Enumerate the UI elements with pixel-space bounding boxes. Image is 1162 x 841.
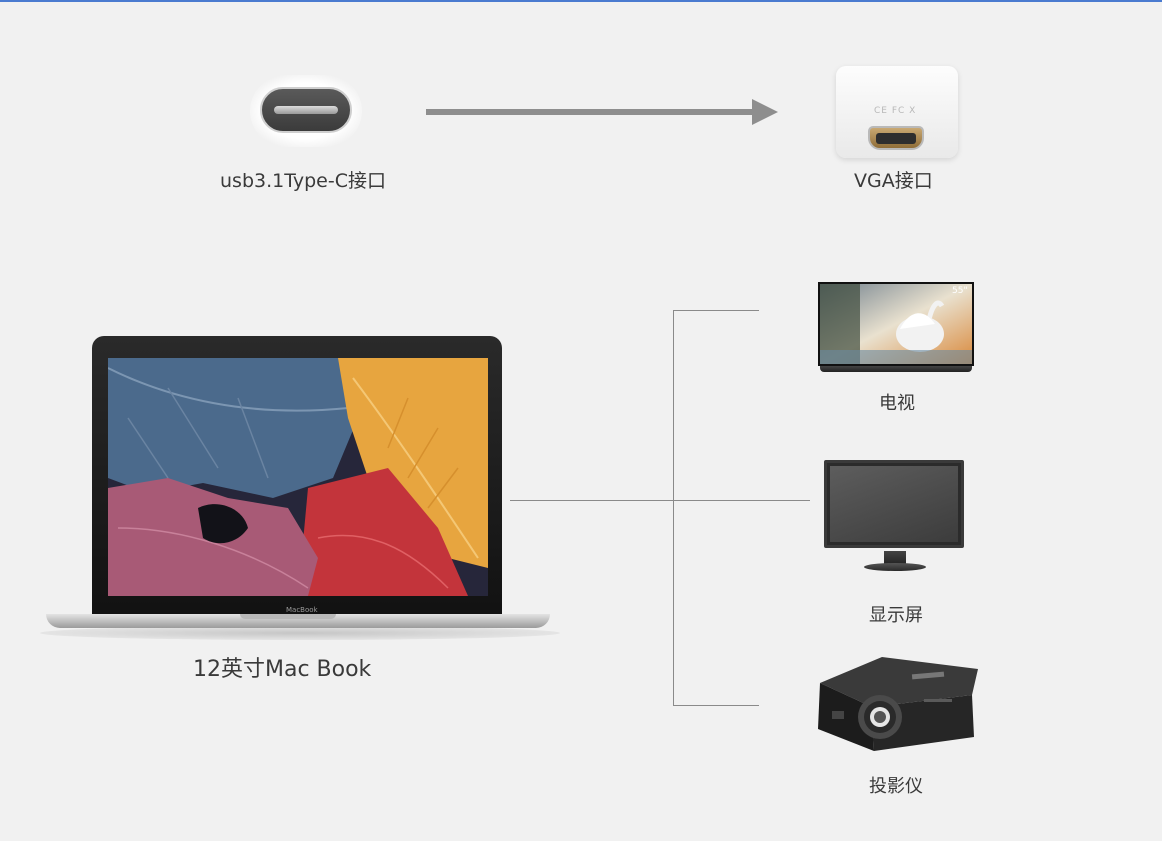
- monitor-screen: [830, 466, 958, 542]
- usb-c-port-opening: [260, 87, 352, 133]
- tv-label: 电视: [879, 393, 915, 414]
- laptop-notch: [240, 614, 336, 619]
- laptop-screen: [108, 358, 488, 596]
- projector-drawing: [818, 657, 978, 751]
- laptop-bezel-text: MacBook: [286, 606, 318, 614]
- vertical-connector-line: [673, 310, 674, 706]
- vga-certification-marks: CE FC X: [874, 106, 917, 116]
- laptop-label: 12英寸Mac Book: [193, 657, 372, 682]
- monitor-label: 显示屏: [869, 605, 923, 626]
- laptop-shadow: [40, 626, 560, 640]
- tv-icon: 55": [818, 282, 974, 366]
- vga-port: [868, 126, 924, 150]
- leaf-wallpaper: [108, 358, 488, 596]
- laptop-base: [46, 614, 550, 628]
- main-connector-line: [510, 500, 810, 501]
- top-rule: [0, 0, 1162, 2]
- monitor-neck: [884, 551, 906, 565]
- usb-c-label: usb3.1Type-C接口: [220, 170, 386, 192]
- monitor-icon: [824, 460, 964, 548]
- arrow-head: [752, 99, 778, 125]
- usb-c-tongue: [274, 106, 338, 114]
- tv-connector-line: [673, 310, 759, 311]
- usb-c-port-icon: [250, 75, 362, 147]
- macbook-icon: [92, 336, 502, 621]
- vga-pins: [876, 133, 916, 144]
- projector-icon: [812, 655, 984, 755]
- projector-connector-line: [673, 705, 759, 706]
- tv-screen-image: [820, 284, 972, 364]
- tv-stand: [820, 366, 972, 372]
- vga-adapter-icon: CE FC X: [836, 66, 958, 158]
- projector-label: 投影仪: [869, 776, 923, 797]
- monitor-foot: [864, 563, 926, 571]
- arrow-right-icon: [426, 109, 756, 115]
- vga-label: VGA接口: [854, 170, 933, 192]
- tv-size-badge: 55": [952, 286, 968, 296]
